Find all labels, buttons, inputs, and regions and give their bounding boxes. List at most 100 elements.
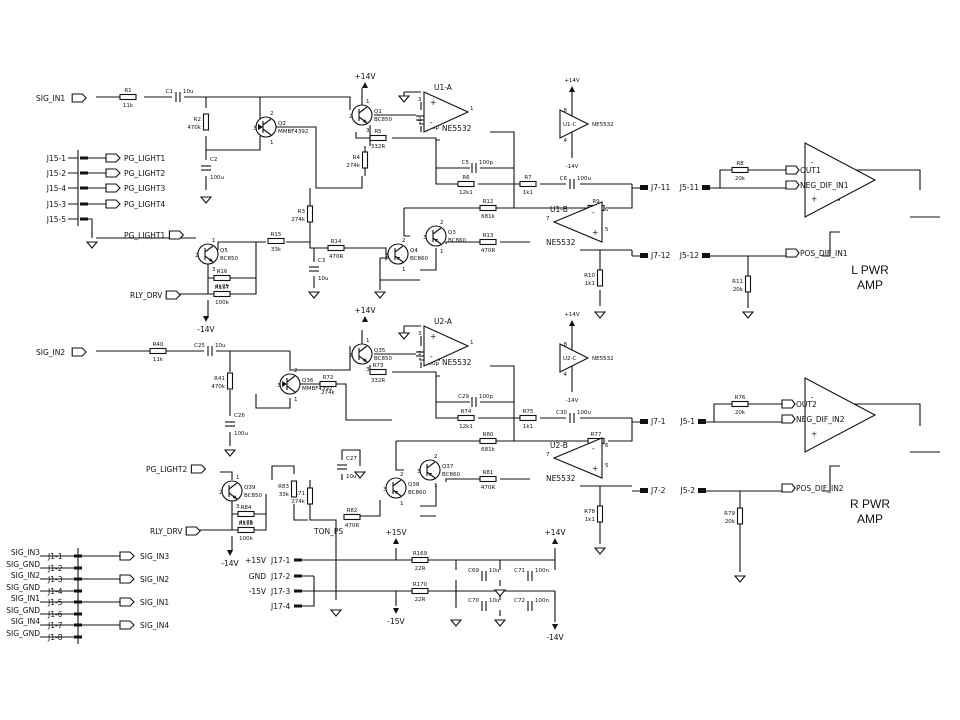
capacitor-value: 100u [210, 175, 224, 181]
resistor-body [736, 507, 744, 525]
net-label-out2: OUT2 [781, 399, 817, 409]
j1-pin: J1-7 [47, 621, 63, 630]
transistor-pin: 2 [349, 114, 353, 120]
arrow-down-icon [203, 316, 209, 322]
resistor-ref: R13 [483, 233, 494, 239]
arrow-down-icon [227, 550, 233, 556]
resistor-body [457, 414, 475, 422]
transistor-body [255, 116, 277, 138]
resistor-value: 33k [279, 492, 290, 498]
capacitor-value: 10u [489, 568, 499, 574]
resistor-value: 274k [346, 163, 360, 169]
opamp-part: NE5532 [442, 358, 472, 367]
transistor-ref: Q37 [442, 464, 454, 470]
resistor-ref: R7 [524, 175, 532, 181]
opamp-pin: 5 [605, 227, 609, 233]
pin-j5-2: J5-2 [680, 486, 706, 495]
net-label-neg-dif-in1: NEG_DIF_IN1 [785, 180, 849, 190]
net-label-sig-in1: SIG_IN1 [36, 93, 87, 103]
port-arrow-icon [119, 597, 135, 607]
resistor-ref: R79 [724, 511, 735, 517]
resistor-value: 1k1 [585, 517, 595, 523]
resistor-value: 274k [291, 217, 305, 223]
transistor-lead [262, 118, 272, 126]
resistor-value: 681k [481, 214, 495, 220]
transistor-lead [426, 461, 436, 469]
resistor-value: 11k [123, 103, 134, 109]
pin-block [80, 156, 88, 160]
resistor-value: 100k [215, 300, 229, 306]
resistor-ref: R73 [373, 363, 384, 369]
transistor-body [197, 243, 219, 265]
pin-block [74, 600, 82, 604]
capacitor-value: 10u [346, 474, 356, 480]
net-label-text: RLY_DRV [150, 527, 183, 536]
resistor-value: 470k [187, 125, 201, 131]
j15-net: PG_LIGHT3 [124, 184, 166, 193]
resistor-body [361, 151, 369, 169]
ground-icon [593, 547, 607, 555]
j15-net: PG_LIGHT2 [124, 169, 166, 178]
transistor-part: BC860 [408, 490, 427, 496]
net-label-text: OUT1 [800, 166, 821, 175]
port-arrow-icon [785, 165, 800, 175]
arrow-down-icon [393, 608, 399, 614]
resistor-ref: R4 [353, 155, 361, 161]
transistor-pin: 2 [349, 353, 353, 359]
transistor-lead [358, 345, 368, 353]
capacitor-gap [416, 114, 426, 122]
transistor-body [221, 480, 243, 502]
capacitor-ref: C5 [462, 160, 470, 166]
ground-icon [329, 609, 343, 617]
resistor-value: 274k [291, 499, 305, 505]
net-labels: SIG_IN1SIG_IN2PG_LIGHT1RLY_DRVPG_LIGHT2R… [36, 93, 849, 536]
pin-block [74, 612, 82, 616]
arrow-icon [282, 381, 287, 387]
port-arrow-icon [785, 248, 800, 258]
rail-p15: +15V [386, 528, 407, 544]
j1-out: SIG_IN1 [140, 598, 169, 607]
transistor-pin: 3 [385, 253, 389, 259]
pin-label: J7-2 [650, 486, 666, 495]
opamp-pin: 4 [564, 372, 568, 378]
resistor-value: 470k [211, 384, 225, 390]
pin-block [294, 604, 302, 608]
opamp-ref: U2-A [434, 317, 453, 326]
resistor-r4: R4 274k [346, 151, 369, 169]
pin-label: J7-11 [650, 183, 670, 192]
resistor-ref: R77 [591, 432, 602, 438]
transistor-lead [358, 106, 368, 114]
rail-m14-c: -14V [546, 624, 565, 642]
opamp-sign: + [592, 464, 598, 473]
net-label-text: RLY_DRV [130, 291, 163, 300]
transistor-pin: 1 [294, 397, 298, 403]
transistor-ref: Q4 [410, 248, 418, 254]
transistor-body [387, 243, 409, 265]
transistor-body [419, 459, 441, 481]
transistor-part: BC850 [244, 493, 263, 499]
opamp-sign: - [592, 208, 595, 217]
ground-icon [85, 241, 99, 249]
port-arrow-icon [71, 347, 87, 357]
pin-block [294, 589, 302, 593]
j1-signal: SIG_IN3 [11, 548, 40, 557]
j17-signal: +15V [245, 556, 267, 565]
resistor-body [267, 237, 285, 245]
resistor-value: 470R [329, 254, 343, 260]
resistor-body [519, 180, 537, 188]
opamp-triangle [804, 377, 877, 453]
